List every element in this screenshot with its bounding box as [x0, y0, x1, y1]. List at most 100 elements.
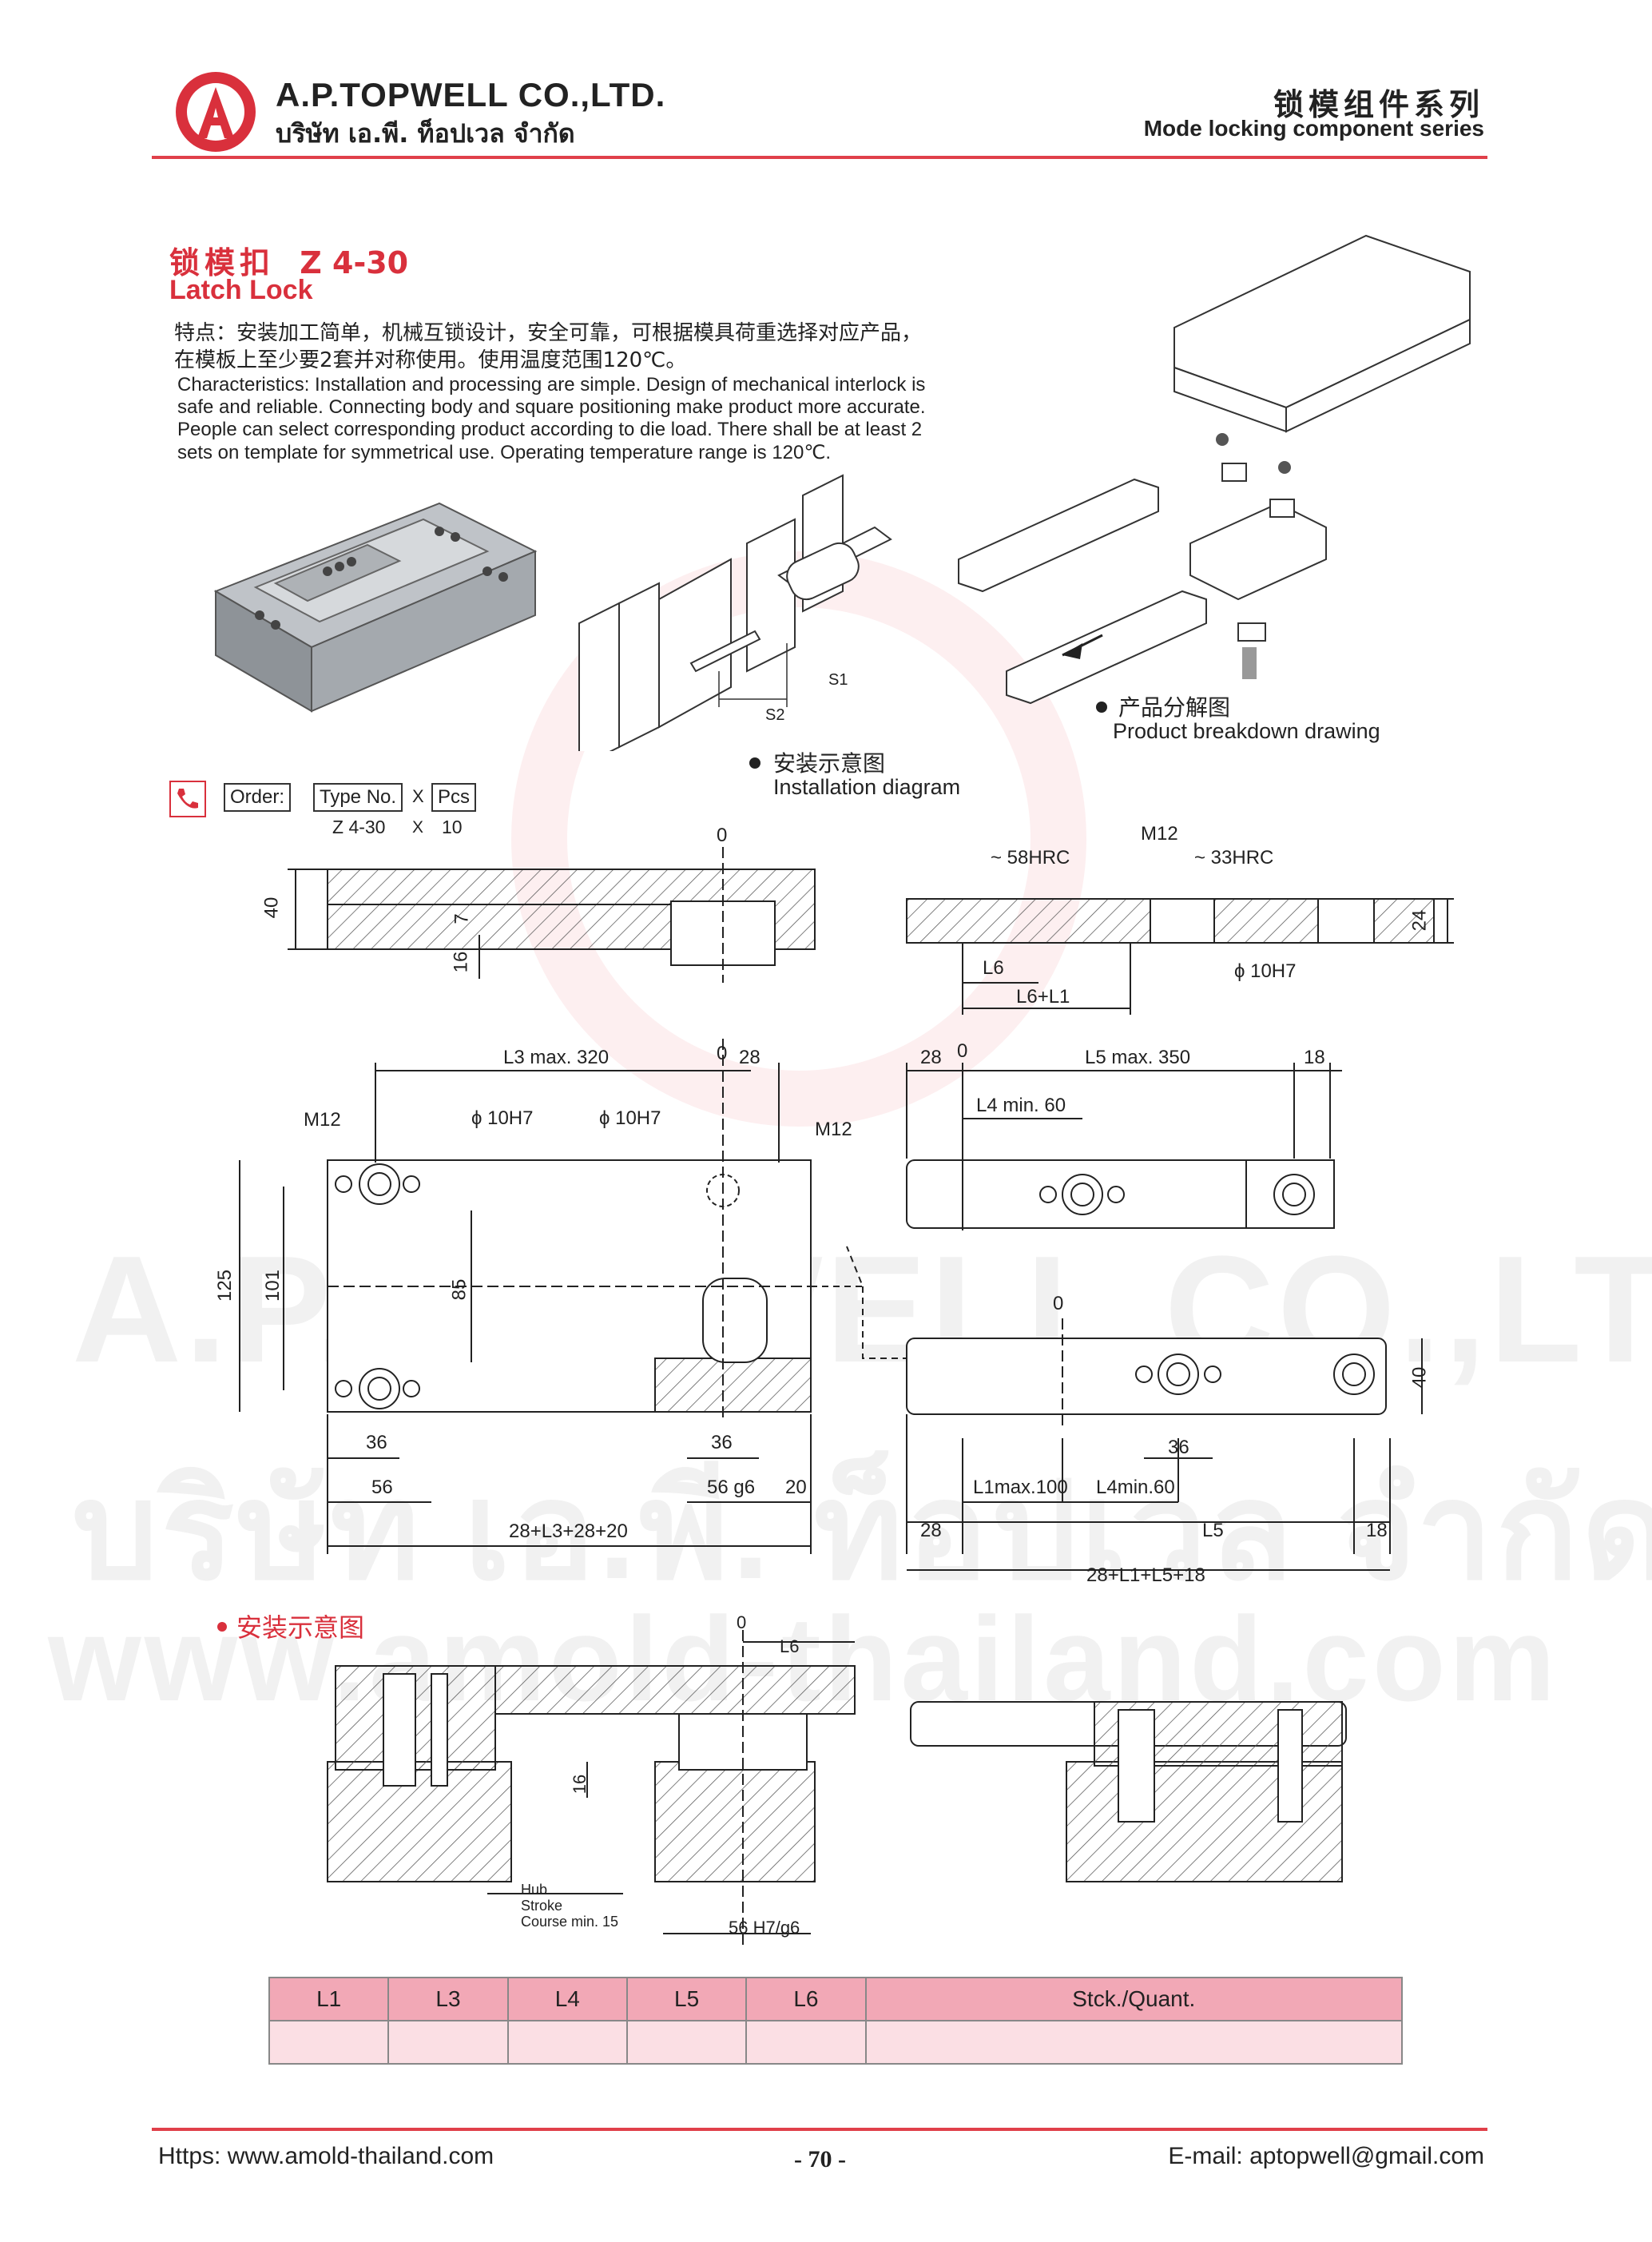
- order-type-label: Type No.: [313, 783, 403, 812]
- dim-right-0: 0: [957, 1040, 968, 1062]
- dim-20: 20: [785, 1477, 807, 1498]
- spec-cell-l5[interactable]: [625, 2020, 748, 2065]
- dim-side-16: 16: [450, 951, 472, 973]
- dim-l4min: L4 min. 60: [976, 1095, 1066, 1116]
- dim-top-0: 0: [717, 1043, 728, 1064]
- breakdown-caption-en: Product breakdown drawing: [1113, 719, 1380, 743]
- dim-left-36: 36: [366, 1432, 387, 1453]
- footer-rule: [152, 2128, 1487, 2131]
- company-name-th: บริษัท เอ.พี. ท็อปเวล จำกัด: [276, 118, 575, 149]
- top-view-arm-2: [906, 1338, 1387, 1415]
- company-logo: [172, 68, 260, 156]
- dim-l6: L6: [983, 957, 1004, 979]
- dim-bottom-18: 18: [1366, 1520, 1388, 1541]
- install-caption-cn: 安装示意图: [773, 750, 886, 777]
- spec-cell-l1[interactable]: [268, 2020, 390, 2065]
- characteristics-3: People can select corresponding product …: [177, 419, 923, 440]
- dim-bottom-28: 28: [920, 1520, 942, 1541]
- product-model: Z 4-30: [300, 245, 409, 280]
- dim-left-56: 56: [371, 1477, 393, 1498]
- characteristics-4: sets on template for symmetrical use. Op…: [177, 442, 831, 463]
- dim-phi10-side: ϕ 10H7: [1234, 960, 1297, 982]
- order-icon: [169, 781, 206, 817]
- dim-side-0: 0: [717, 825, 728, 846]
- install-section-bullet: [217, 1622, 227, 1632]
- dim-l4min-2: L4min.60: [1096, 1477, 1175, 1498]
- header-rule: [152, 156, 1487, 159]
- features-cn-1: 特点：安装加工简单，机械互锁设计，安全可靠，可根据模具荷重选择对应产品，: [174, 321, 923, 345]
- install-caption-en: Installation diagram: [773, 775, 961, 799]
- dim-phi10-top-2: ϕ 10H7: [599, 1107, 661, 1129]
- spec-header-l1: L1: [268, 1977, 390, 2021]
- dim-m12-top-left: M12: [304, 1109, 341, 1131]
- features-cn-2: 在模板上至少要2套并对称使用。使用温度范围120℃。: [174, 348, 687, 372]
- spec-header-l4: L4: [506, 1977, 628, 2021]
- dim-l3max: L3 max. 320: [503, 1047, 610, 1068]
- breakdown-drawing: [951, 224, 1478, 719]
- dim-hrc33: ~ 33HRC: [1194, 847, 1274, 869]
- spec-cell-l6[interactable]: [745, 2020, 867, 2065]
- spec-header-l5: L5: [625, 1977, 748, 2021]
- order-label: Order:: [224, 783, 292, 812]
- installation-diagram: [571, 463, 915, 769]
- spec-cell-l3[interactable]: [387, 2020, 509, 2065]
- characteristics-1: Characteristics: Installation and proces…: [177, 374, 926, 396]
- product-title: 锁模扣 Z 4-30: [169, 238, 408, 282]
- series-title-cn: 锁模组件系列: [1273, 87, 1484, 122]
- dim-l1max: L1max.100: [973, 1477, 1068, 1498]
- order-example-type: Z 4-30: [332, 817, 386, 837]
- dim-l6-l1: L6+L1: [1016, 986, 1070, 1008]
- dim-install-16: 16: [570, 1774, 590, 1795]
- order-x: X: [412, 786, 424, 806]
- dim-m12-side: M12: [1141, 823, 1178, 845]
- dim-125: 125: [214, 1269, 236, 1302]
- dim-56g6: 56 g6: [707, 1477, 756, 1498]
- footer-email[interactable]: E-mail: aptopwell@gmail.com: [1168, 2143, 1484, 2169]
- dim-56h7g6: 56 H7/g6: [729, 1918, 800, 1938]
- dim-install-0: 0: [737, 1612, 747, 1632]
- spec-table-row: [268, 2020, 1404, 2065]
- dim-l5max: L5 max. 350: [1085, 1047, 1191, 1068]
- product-title-en: Latch Lock: [169, 275, 313, 305]
- dim-arm-0: 0: [1053, 1293, 1064, 1314]
- spec-cell-quantity[interactable]: [864, 2020, 1404, 2065]
- dim-m12-top-right: M12: [815, 1119, 852, 1140]
- dim-hrc58: ~ 58HRC: [991, 847, 1070, 869]
- breakdown-caption-cn: 产品分解图: [1118, 694, 1231, 721]
- dim-85: 85: [448, 1278, 471, 1301]
- dim-install-l6: L6: [780, 1636, 800, 1656]
- dim-arm-36: 36: [1168, 1437, 1189, 1458]
- dim-arm-40: 40: [1408, 1366, 1431, 1389]
- series-title-en: Mode locking component series: [1143, 116, 1484, 141]
- footer-website[interactable]: Https: www.amold-thailand.com: [158, 2143, 494, 2169]
- dim-mid-36: 36: [711, 1432, 733, 1453]
- label-s1: S1: [828, 671, 848, 689]
- dim-right-28: 28: [920, 1047, 942, 1068]
- dim-side-7: 7: [451, 913, 473, 924]
- label-hub: Hub: [521, 1882, 548, 1898]
- order-example-x: X: [412, 818, 424, 837]
- install-caption-bullet: [749, 757, 760, 769]
- characteristics-2: safe and reliable. Connecting body and s…: [177, 396, 926, 418]
- spec-table-header-row: L1 L3 L4 L5 L6 Stck./Quant.: [268, 1977, 1404, 2021]
- product-photo: [200, 487, 551, 719]
- spec-cell-l4[interactable]: [506, 2020, 628, 2065]
- dim-total-right: 28+L1+L5+18: [1086, 1564, 1205, 1586]
- order-pcs-label: Pcs: [431, 783, 477, 812]
- company-name-en: A.P.TOPWELL CO.,LTD.: [276, 76, 666, 113]
- dim-side-24: 24: [1408, 909, 1431, 932]
- dim-top-28: 28: [739, 1047, 760, 1068]
- label-course: Course min. 15: [521, 1914, 619, 1930]
- label-stroke: Stroke: [521, 1898, 563, 1914]
- spec-table: L1 L3 L4 L5 L6 Stck./Quant.: [268, 1977, 1404, 2065]
- watermark-line-2: บริษัท เอ.พี. ท็อปเวล จำกัด: [72, 1456, 1652, 1608]
- label-s2: S2: [765, 706, 785, 724]
- dim-right-18: 18: [1304, 1047, 1325, 1068]
- dim-bottom-l5: L5: [1202, 1520, 1224, 1541]
- dim-total-left: 28+L3+28+20: [509, 1521, 628, 1542]
- breakdown-caption-bullet: [1096, 702, 1107, 713]
- footer-page-number: - 70 -: [794, 2146, 846, 2172]
- order-example-qty: 10: [442, 817, 463, 837]
- dim-phi10-top-1: ϕ 10H7: [471, 1107, 534, 1129]
